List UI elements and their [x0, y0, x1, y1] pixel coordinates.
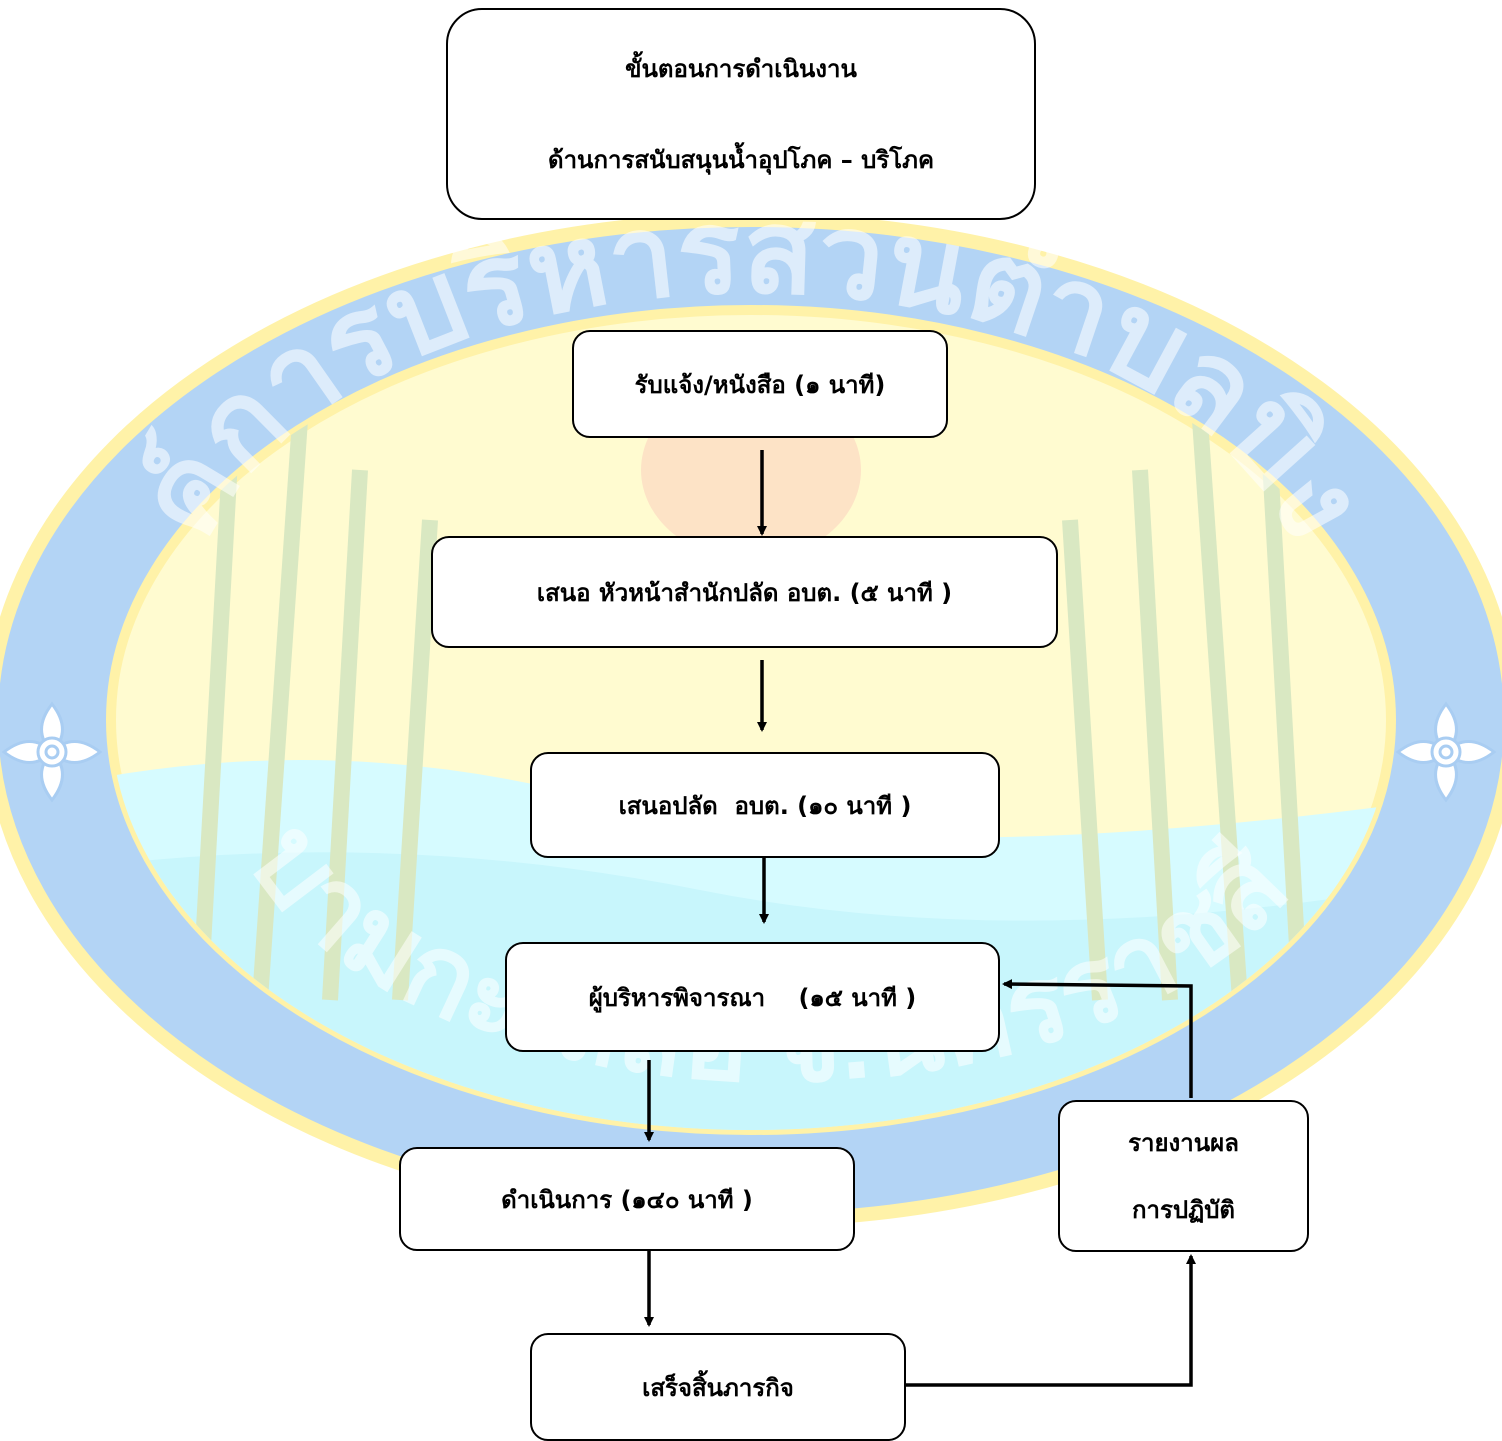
step-box-receive: รับแจ้ง/หนังสือ (๑ นาที) [572, 330, 948, 438]
step-box-operate: ดำเนินการ (๑๔๐ นาที ) [399, 1147, 855, 1251]
step-label: เสร็จสิ้นภารกิจ [642, 1373, 794, 1402]
title-line-2: ด้านการสนับสนุนน้ำอุปโภค – บริโภค [547, 146, 934, 174]
bamboo-left [192, 419, 438, 1001]
lotus-icon [1395, 701, 1497, 803]
report-line-2: การปฏิบัติ [1131, 1196, 1236, 1224]
step-label: ผู้บริหารพิจารณา (๑๕ นาที ) [588, 983, 917, 1012]
step-label: ดำเนินการ (๑๔๐ นาที ) [501, 1185, 753, 1214]
step-label: รับแจ้ง/หนังสือ (๑ นาที) [634, 370, 886, 399]
step-box-report: รายงานผล การปฏิบัติ [1058, 1100, 1309, 1252]
lotus-icon [1, 701, 103, 803]
report-line-1: รายงานผล [1128, 1129, 1239, 1157]
step-box-propose-clerk: เสนอปลัด อบต. (๑๐ นาที ) [530, 752, 1000, 858]
title-line-1: ขั้นตอนการดำเนินงาน [625, 55, 857, 83]
step-label: เสนอปลัด อบต. (๑๐ นาที ) [618, 791, 912, 820]
step-box-consider: ผู้บริหารพิจารณา (๑๕ นาที ) [505, 942, 1000, 1052]
step-box-complete: เสร็จสิ้นภารกิจ [530, 1333, 906, 1441]
step-label: เสนอ หัวหน้าสำนักปลัด อบต. (๕ นาที ) [536, 578, 953, 607]
title-box: ขั้นตอนการดำเนินงาน ด้านการสนับสนุนน้ำอุ… [446, 8, 1036, 220]
bamboo-right [1062, 419, 1308, 1001]
step-box-propose-head: เสนอ หัวหน้าสำนักปลัด อบต. (๕ นาที ) [431, 536, 1058, 648]
